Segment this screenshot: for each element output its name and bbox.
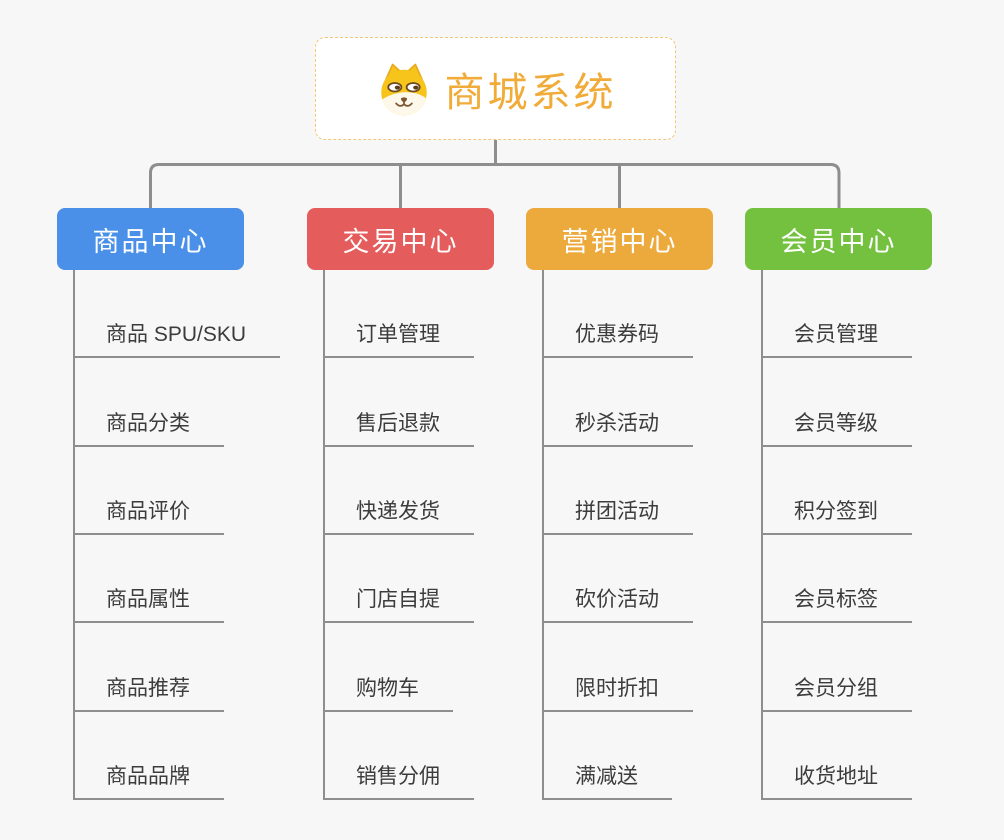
list-item: 收货地址: [763, 712, 1004, 800]
branch-label: 营销中心: [561, 226, 678, 257]
leaf-node[interactable]: 秒杀活动: [544, 412, 693, 447]
leaf-node[interactable]: 收货地址: [763, 765, 912, 800]
list-item: 商品 SPU/SKU: [75, 270, 319, 359]
leaf-node[interactable]: 积分签到: [763, 500, 912, 535]
leaf-node[interactable]: 砍价活动: [544, 588, 693, 624]
leaf-node[interactable]: 销售分佣: [325, 765, 474, 800]
branch-trade-center: 交易中心 订单管理 售后退款 快递发货 门店自提 购物车 销售分佣: [307, 208, 569, 800]
list-item: 秒杀活动: [544, 358, 788, 447]
leaf-node[interactable]: 商品品牌: [75, 765, 224, 800]
branch-member-center: 会员中心 会员管理 会员等级 积分签到 会员标签 会员分组 收货地址: [745, 208, 1004, 800]
list-item: 拼团活动: [544, 447, 788, 535]
branch-label: 会员中心: [780, 226, 897, 257]
list-item: 满减送: [544, 712, 788, 800]
list-item: 快递发货: [325, 447, 569, 535]
list-item: 限时折扣: [544, 623, 788, 712]
leaf-node[interactable]: 会员管理: [763, 323, 912, 359]
dog-icon: [375, 61, 433, 117]
branch-marketing-center: 营销中心 优惠券码 秒杀活动 拼团活动 砍价活动 限时折扣 满减送: [526, 208, 788, 800]
list-item: 商品属性: [75, 535, 319, 624]
list-item: 优惠券码: [544, 270, 788, 359]
leaf-node[interactable]: 商品评价: [75, 500, 224, 535]
list-item: 销售分佣: [325, 712, 569, 800]
list-item: 会员等级: [763, 358, 1004, 447]
branch-items: 会员管理 会员等级 积分签到 会员标签 会员分组 收货地址: [761, 270, 1004, 800]
branch-node-marketing-center[interactable]: 营销中心: [526, 208, 713, 270]
leaf-node[interactable]: 订单管理: [325, 323, 474, 359]
leaf-node[interactable]: 会员等级: [763, 412, 912, 447]
list-item: 售后退款: [325, 358, 569, 447]
leaf-node[interactable]: 会员分组: [763, 677, 912, 712]
root-title: 商城系统: [444, 70, 617, 115]
list-item: 会员标签: [763, 535, 1004, 624]
leaf-node[interactable]: 会员标签: [763, 588, 912, 624]
list-item: 商品分类: [75, 358, 319, 447]
leaf-node[interactable]: 售后退款: [325, 412, 474, 447]
list-item: 会员分组: [763, 623, 1004, 712]
branch-items: 商品 SPU/SKU 商品分类 商品评价 商品属性 商品推荐 商品品牌: [73, 270, 319, 800]
leaf-node[interactable]: 门店自提: [325, 588, 474, 624]
list-item: 商品评价: [75, 447, 319, 535]
leaf-node[interactable]: 快递发货: [325, 500, 474, 535]
leaf-node[interactable]: 满减送: [544, 765, 672, 800]
leaf-node[interactable]: 优惠券码: [544, 323, 693, 359]
branch-label: 交易中心: [342, 226, 459, 257]
branch-items: 订单管理 售后退款 快递发货 门店自提 购物车 销售分佣: [323, 270, 569, 800]
branch-node-product-center[interactable]: 商品中心: [57, 208, 244, 270]
branch-node-member-center[interactable]: 会员中心: [745, 208, 932, 270]
leaf-node[interactable]: 商品 SPU/SKU: [75, 323, 281, 359]
leaf-node[interactable]: 商品分类: [75, 412, 224, 447]
list-item: 商品推荐: [75, 623, 319, 712]
list-item: 积分签到: [763, 447, 1004, 535]
list-item: 砍价活动: [544, 535, 788, 624]
branch-node-trade-center[interactable]: 交易中心: [307, 208, 494, 270]
list-item: 门店自提: [325, 535, 569, 624]
leaf-node[interactable]: 商品推荐: [75, 677, 224, 712]
branch-label: 商品中心: [92, 226, 209, 257]
branch-items: 优惠券码 秒杀活动 拼团活动 砍价活动 限时折扣 满减送: [542, 270, 788, 800]
list-item: 购物车: [325, 623, 569, 712]
list-item: 商品品牌: [75, 712, 319, 800]
list-item: 会员管理: [763, 270, 1004, 359]
leaf-node[interactable]: 商品属性: [75, 588, 224, 624]
list-item: 订单管理: [325, 270, 569, 359]
leaf-node[interactable]: 购物车: [325, 677, 453, 712]
root-node[interactable]: 商城系统: [315, 37, 676, 140]
leaf-node[interactable]: 拼团活动: [544, 500, 693, 535]
branch-product-center: 商品中心 商品 SPU/SKU 商品分类 商品评价 商品属性 商品推荐 商品品牌: [57, 208, 319, 800]
leaf-node[interactable]: 限时折扣: [544, 677, 693, 712]
